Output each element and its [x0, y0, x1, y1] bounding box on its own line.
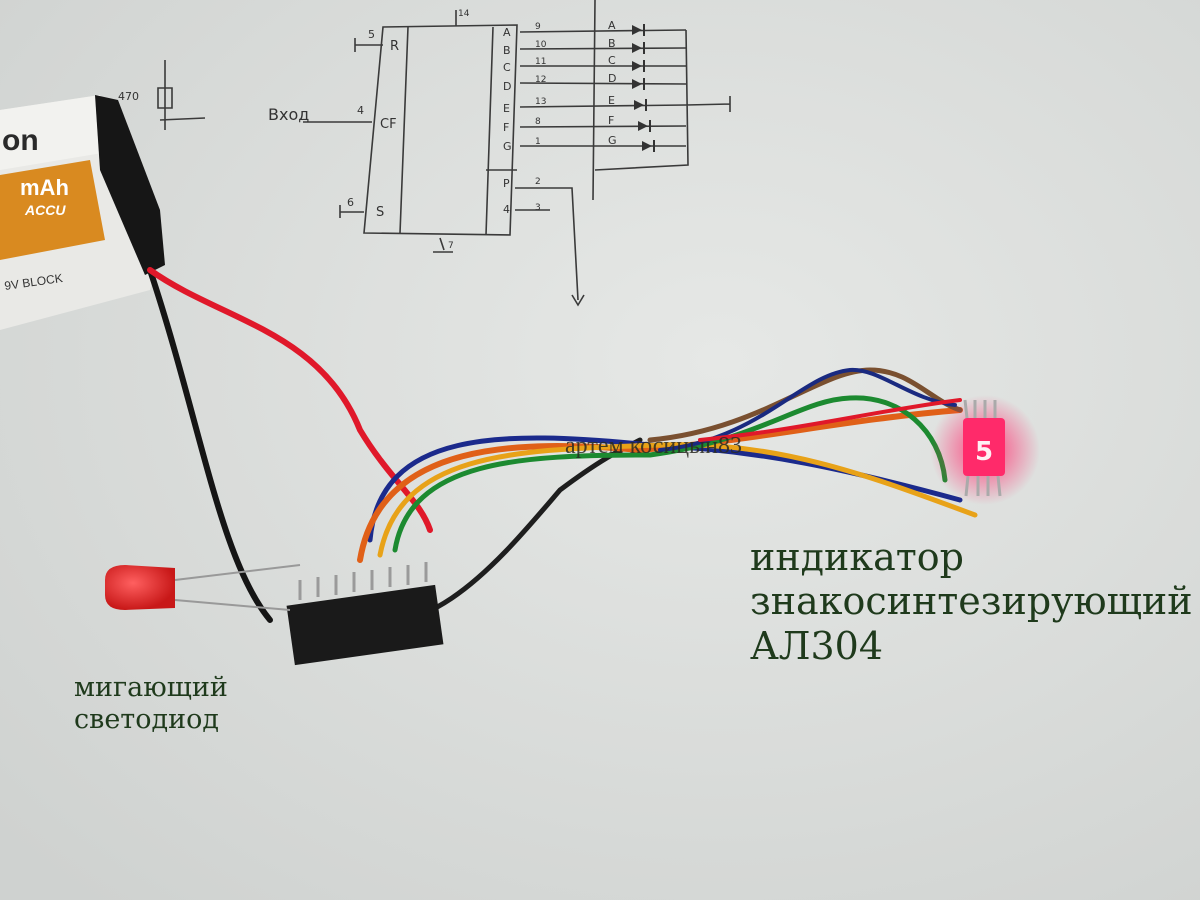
svg-text:G: G: [608, 134, 617, 147]
svg-text:P: P: [503, 177, 510, 190]
pin-number: 7: [448, 241, 454, 251]
battery-type: ACCU: [24, 202, 66, 218]
pin-number: 4: [357, 104, 364, 117]
9v-battery: on mAh ACCU 9V BLOCK: [0, 95, 165, 330]
battery-brand: on: [2, 124, 39, 157]
svg-text:13: 13: [535, 97, 546, 107]
caption-line: АЛ304: [750, 623, 884, 668]
caption-line: знакосинтезирующий: [750, 579, 1193, 624]
svg-text:4: 4: [503, 203, 510, 216]
svg-text:10: 10: [535, 40, 547, 50]
display-digit: 5: [975, 437, 993, 467]
svg-text:9: 9: [535, 22, 541, 32]
svg-text:C: C: [608, 54, 616, 67]
svg-text:B: B: [608, 37, 616, 50]
svg-text:B: B: [503, 44, 511, 57]
pin-label: CF: [380, 117, 397, 132]
input-label: Вход: [268, 105, 309, 124]
svg-text:12: 12: [535, 75, 546, 85]
wires: [147, 267, 978, 626]
diode-symbols: [632, 24, 655, 152]
pin-label: S: [376, 205, 384, 220]
caption-line: светодиод: [74, 703, 219, 735]
svg-text:C: C: [503, 61, 511, 74]
pin-number: 6: [347, 196, 354, 209]
schematic-labels: R CF S 5 4 6 Вход 470 14 7 A B C D E F G…: [118, 9, 655, 251]
svg-text:G: G: [503, 140, 512, 153]
svg-text:D: D: [608, 72, 616, 85]
svg-text:11: 11: [535, 57, 546, 67]
indicator-caption: индикатор знакосинтезирующий АЛ304: [750, 535, 1193, 668]
svg-text:F: F: [503, 121, 509, 134]
svg-text:2: 2: [535, 177, 541, 187]
caption-line: индикатор: [750, 535, 965, 579]
hand-drawn-schematic: [157, 0, 731, 307]
svg-text:F: F: [608, 114, 614, 127]
pin-number: 14: [458, 9, 470, 19]
blinking-led: [105, 564, 301, 611]
pin-number: 5: [368, 28, 375, 41]
counter-chip: [286, 562, 444, 666]
al304-indicator: 5: [930, 395, 1040, 505]
svg-text:E: E: [503, 102, 510, 115]
resistor-value: 470: [118, 90, 139, 103]
svg-text:E: E: [608, 94, 615, 107]
svg-text:3: 3: [535, 203, 541, 213]
caption-line: мигающий: [74, 672, 228, 703]
svg-text:A: A: [608, 19, 616, 32]
svg-text:A: A: [503, 26, 511, 39]
led-caption: мигающий светодиод: [74, 672, 228, 735]
battery-capacity: mAh: [20, 175, 69, 200]
watermark: артем косицын83: [565, 433, 743, 459]
pin-label: R: [390, 39, 399, 54]
svg-text:8: 8: [535, 117, 541, 127]
svg-text:D: D: [503, 80, 511, 93]
svg-text:1: 1: [535, 137, 541, 147]
